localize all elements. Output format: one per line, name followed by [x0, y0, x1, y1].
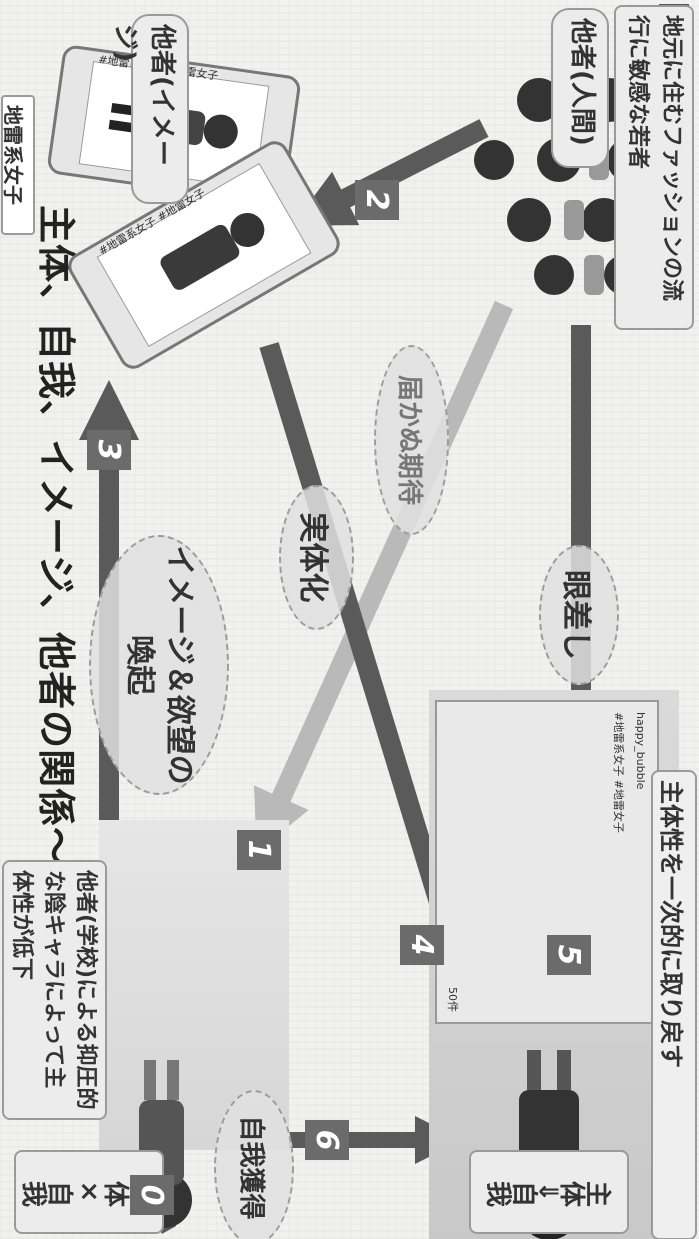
step-1-badge: 1	[237, 830, 281, 870]
room-screen-likes: 50件	[446, 987, 459, 1012]
room-screen-user: happy_bubble	[634, 712, 647, 790]
local-youth-box: 地元に住むファッションの流行に敏感な若者	[614, 5, 694, 330]
step-3-badge: 3	[87, 430, 131, 470]
step-4-badge: 4	[400, 925, 444, 965]
side-phone: #地雷系女子 #地雷女子	[63, 136, 345, 374]
arrow-2	[292, 119, 489, 226]
realize-bubble: 実体化	[279, 485, 354, 630]
unmet-expectation-bubble: 届かぬ期待	[374, 345, 449, 535]
room-screen-tags: #地雷系女子 #地雷女子	[612, 712, 625, 833]
other-human-box: 他者(人間)	[551, 8, 609, 168]
room-screen: happy_bubble #地雷系女子 #地雷女子 50件	[435, 700, 659, 1024]
jirai-label: 地雷系女子	[1, 95, 35, 235]
school-pressure-box: 他者(学校)による抑圧的な陰キャラによって主体性が低下	[2, 860, 107, 1120]
image-desire-bubble: イメージ＆欲望の喚起	[89, 535, 229, 795]
other-image-box: 他者(イメージ)	[110, 14, 189, 204]
step-2-badge: 2	[355, 180, 399, 220]
gaze-bubble: 眼差し	[539, 545, 619, 685]
step-0-badge: 0	[130, 1175, 174, 1215]
self-gain-bubble: 自我獲得	[214, 1090, 294, 1239]
step-6-badge: 6	[305, 1120, 349, 1160]
side-phone-screen: #地雷系女子 #地雷女子	[96, 162, 312, 348]
girl-image-icon	[160, 212, 265, 290]
subject-to-self-box: 主体⇒自我	[469, 1150, 629, 1234]
arrow-1	[254, 300, 514, 853]
recover-subject-box: 主体性を一次的に取り戻す	[651, 770, 697, 1239]
step-5-badge: 5	[547, 935, 591, 975]
